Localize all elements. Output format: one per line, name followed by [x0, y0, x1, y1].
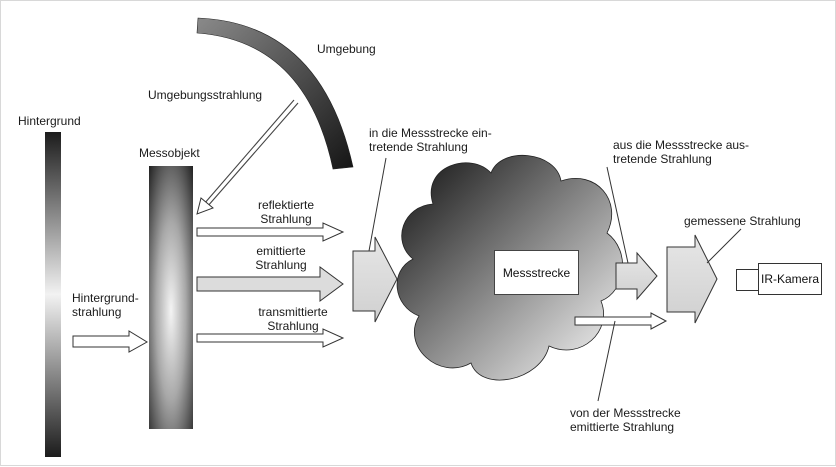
- gemessene-arrow: [666, 234, 718, 324]
- emittierte-arrow: [196, 266, 344, 302]
- hintergrund-bar: [45, 132, 61, 457]
- umgebungsstrahlung-label: Umgebungsstrahlung: [148, 88, 263, 102]
- reflektierte-label-line1: reflektierte: [257, 198, 315, 212]
- emittierte-label-line2: Strahlung: [255, 258, 307, 272]
- reflektierte-label: reflektierte Strahlung: [247, 198, 325, 226]
- hintergrund-label: Hintergrund: [18, 114, 81, 128]
- austretende-arrow: [615, 251, 658, 301]
- umgebung-label: Umgebung: [317, 42, 376, 56]
- transmittierte-arrow: [196, 328, 345, 348]
- hintergrundstrahlung-arrow: [72, 330, 148, 353]
- messstrecke-emittierte-arrow: [574, 312, 668, 330]
- umgebung-arc: [196, 17, 354, 170]
- austretende-label-line2: tretende Strahlung: [613, 152, 712, 166]
- reflektierte-label-line2: Strahlung: [260, 212, 312, 226]
- pointer-von-messstrecke: [597, 320, 616, 402]
- ir-kamera-lens: [736, 269, 759, 291]
- messstrecke-emittierte-label-line1: von der Messstrecke: [570, 406, 681, 420]
- messstrecke-box: Messstrecke: [494, 250, 579, 295]
- ir-kamera-label: IR-Kamera: [760, 272, 819, 286]
- austretende-label-line1: aus die Messstrecke aus-: [613, 138, 750, 152]
- emittierte-label-line1: emittierte: [256, 244, 306, 258]
- messstrecke-emittierte-label-line2: emittierte Strahlung: [570, 420, 675, 434]
- hintergrundstrahlung-label-line1: Hintergrund-: [72, 291, 139, 305]
- messobjekt-label: Messobjekt: [139, 146, 200, 160]
- hintergrundstrahlung-label: Hintergrund- strahlung: [72, 291, 139, 319]
- messstrecke-emittierte-label: von der Messstrecke emittierte Strahlung: [570, 406, 681, 434]
- eintretende-arrow: [352, 236, 398, 323]
- messobjekt-block: [149, 166, 193, 429]
- pointer-austretende: [606, 166, 629, 264]
- emittierte-label: emittierte Strahlung: [245, 244, 317, 272]
- ir-kamera-body: IR-Kamera: [758, 263, 822, 295]
- pointer-gemessene: [706, 228, 742, 264]
- pointer-eintretende: [368, 157, 387, 252]
- eintretende-label: in die Messstrecke ein- tretende Strahlu…: [369, 126, 492, 154]
- austretende-label: aus die Messstrecke aus- tretende Strahl…: [613, 138, 749, 166]
- transmittierte-label: transmittierte Strahlung: [247, 305, 339, 333]
- hintergrundstrahlung-label-line2: strahlung: [72, 305, 122, 319]
- eintretende-label-line1: in die Messstrecke ein-: [369, 126, 492, 140]
- messstrecke-label: Messstrecke: [502, 265, 571, 280]
- umgebungsstrahlung-arrowhead: [196, 197, 214, 215]
- reflektierte-arrow: [196, 222, 345, 242]
- eintretende-label-line2: tretende Strahlung: [369, 140, 468, 154]
- transmittierte-label-line2: Strahlung: [267, 319, 319, 333]
- transmittierte-label-line1: transmittierte: [258, 305, 328, 319]
- gemessene-label: gemessene Strahlung: [684, 214, 801, 228]
